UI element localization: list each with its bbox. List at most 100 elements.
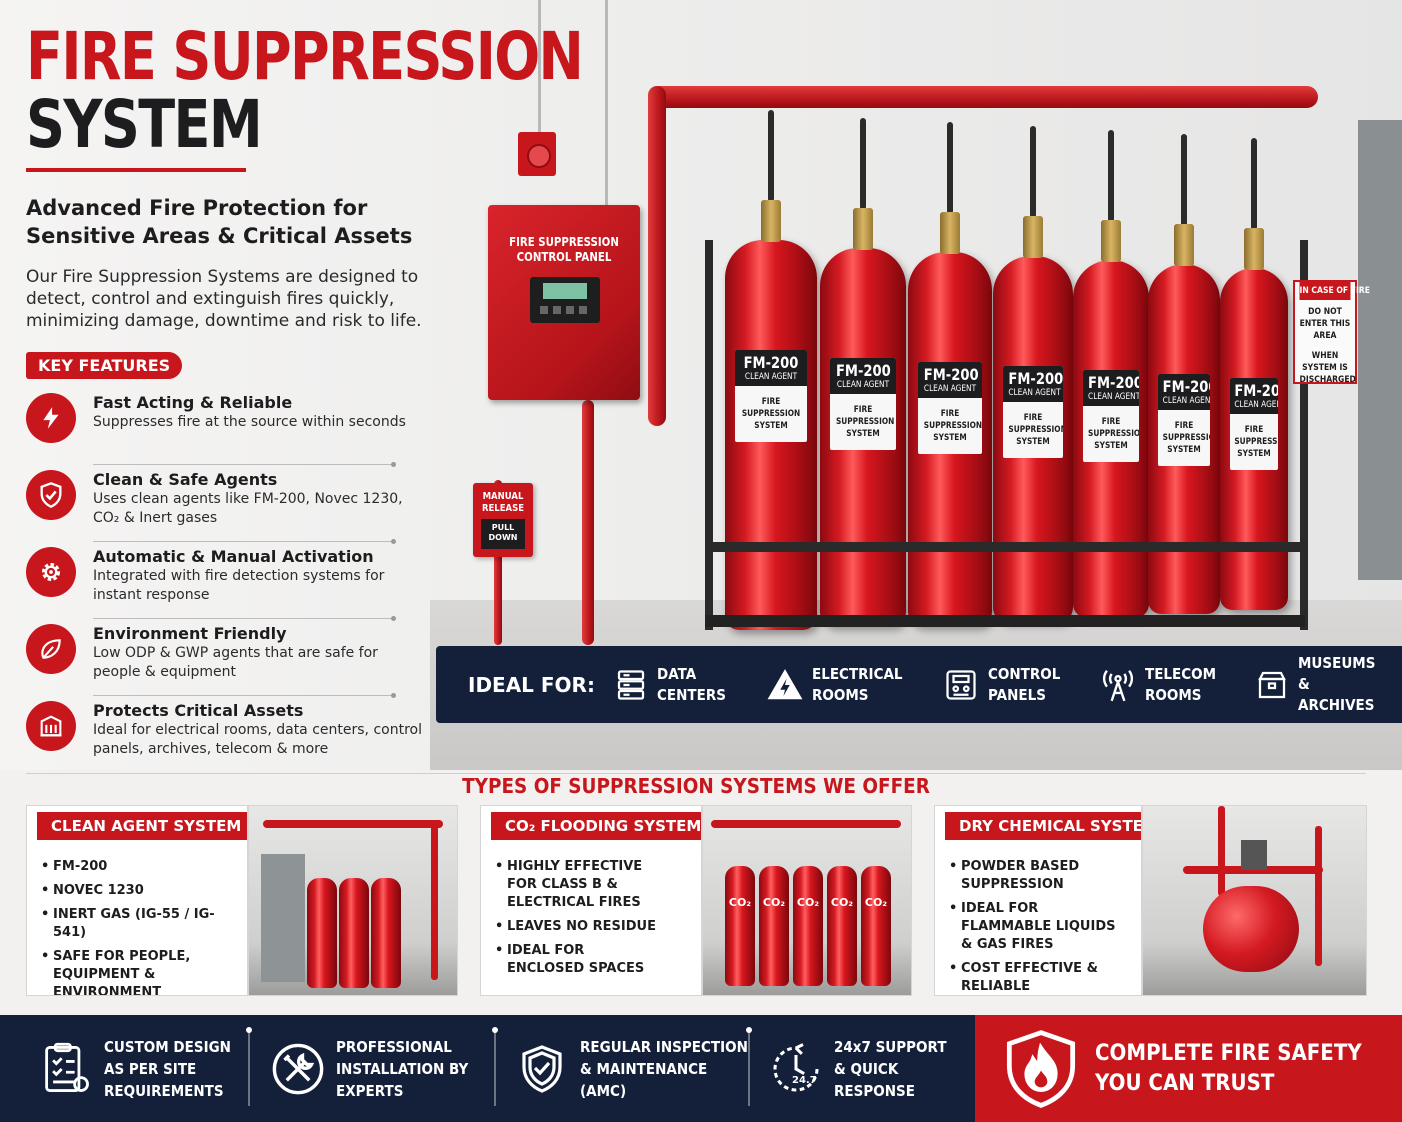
ideal-item-label: MUSEUMS & ARCHIVES [1297, 654, 1376, 714]
manual-release-label: MANUAL RELEASE [481, 491, 525, 514]
electrical-warning-icon [766, 666, 804, 704]
control-cabinet [261, 854, 305, 982]
divider [93, 616, 396, 621]
hero-intro: Our Fire Suppression Systems are designe… [26, 267, 422, 331]
valve [853, 208, 873, 250]
types-section-title: TYPES OF SUPPRESSION SYSTEMS WE OFFER [462, 774, 930, 798]
agent-type: CLEAN AGENT [1088, 392, 1139, 402]
feature-item-clean-agents: Clean & Safe Agents Uses clean agents li… [26, 468, 426, 545]
main-header-pipe [648, 86, 1318, 108]
clock-24-icon: 24.7 [768, 1041, 824, 1097]
server-icon [613, 666, 649, 704]
co2-cylinder: CO₂ [793, 866, 823, 986]
conduit [538, 0, 541, 135]
mini-cylinder [307, 878, 337, 988]
lightning-icon [26, 393, 76, 443]
valve [761, 200, 781, 242]
type-card-clean-agent: CLEAN AGENT SYSTEM FM-200 NOVEC 1230 INE… [26, 805, 248, 996]
bullet: IDEAL FOR FLAMMABLE LIQUIDS & GAS FIRES [949, 900, 1129, 954]
ideal-item-museums-archives: MUSEUMS & ARCHIVES [1254, 653, 1386, 716]
dry-chemical-photo [1142, 805, 1367, 996]
co2-cylinder: CO₂ [861, 866, 891, 986]
co2-cylinder: CO₂ [725, 866, 755, 986]
co2-flooding-photo: CO₂ CO₂ CO₂ CO₂ CO₂ [702, 805, 912, 996]
divider [746, 1027, 752, 1106]
hero-text-column: FIRE SUPPRESSION SYSTEM Advanced Fire Pr… [26, 24, 584, 781]
service-inspection: REGULAR INSPECTION & MAINTENANCE (AMC) [514, 1015, 767, 1122]
cylinder-system-label: FIRE SUPPRESSION SYSTEM [1234, 425, 1278, 459]
hero-section: FIRE SUPPRESSION SYSTEM Advanced Fire Pr… [0, 0, 1402, 770]
ideal-item-label: CONTROL PANELS [988, 664, 1061, 704]
hose [1030, 126, 1036, 218]
feature-list: Fast Acting & Reliable Suppresses fire a… [26, 391, 426, 781]
co2-cylinder: CO₂ [827, 866, 857, 986]
drop-pipe [582, 400, 594, 645]
valve [940, 212, 960, 254]
pipe [711, 820, 901, 828]
ideal-item-label: TELECOM ROOMS [1144, 664, 1216, 704]
service-label: PROFESSIONAL INSTALLATION BY EXPERTS [336, 1037, 469, 1100]
type-card-title: CO₂ FLOODING SYSTEM [491, 812, 701, 840]
type-card-dry-chemical: DRY CHEMICAL SYSTEM POWDER BASED SUPPRES… [934, 805, 1142, 996]
hose [947, 122, 953, 214]
ideal-item-control-panels: CONTROL PANELS [942, 664, 1068, 706]
antenna-icon [1099, 666, 1137, 704]
divider [492, 1027, 498, 1106]
cylinder-system-label: FIRE SUPPRESSION SYSTEM [741, 397, 801, 431]
key-features-label: KEY FEATURES [26, 352, 183, 379]
ideal-for-label: IDEAL FOR: [468, 672, 595, 697]
bullet: INERT GAS (IG-55 / IG-541) [41, 906, 247, 942]
cylinder-rack-base [705, 615, 1305, 627]
co2-label: CO₂ [762, 896, 786, 909]
archive-box-icon [1254, 666, 1290, 704]
pull-down-label: PULL DOWN [481, 519, 525, 549]
feature-item-fast-acting: Fast Acting & Reliable Suppresses fire a… [26, 391, 426, 468]
shield-check-icon [26, 470, 76, 520]
leaf-icon [26, 624, 76, 674]
ideal-item-telecom-rooms: TELECOM ROOMS [1099, 664, 1224, 706]
feature-title: Clean & Safe Agents [93, 470, 278, 489]
feature-item-environment: Environment Friendly Low ODP & GWP agent… [26, 622, 426, 699]
type-card-bullets: HIGHLY EFFECTIVE FOR CLASS B & ELECTRICA… [495, 858, 665, 984]
bullet: COST EFFECTIVE & RELIABLE [949, 960, 1099, 995]
tools-icon [270, 1041, 326, 1097]
feature-title: Protects Critical Assets [93, 701, 304, 720]
agent-type: CLEAN AGENT [1234, 400, 1278, 410]
type-card-bullets: FM-200 NOVEC 1230 INERT GAS (IG-55 / IG-… [41, 858, 247, 995]
agent-name: FM-200 [1088, 373, 1139, 392]
bullet: LEAVES NO RESIDUE [495, 918, 665, 936]
divider [93, 693, 396, 698]
ideal-item-label: ELECTRICAL ROOMS [811, 664, 903, 704]
service-label: REGULAR INSPECTION & MAINTENANCE (AMC) [580, 1037, 748, 1100]
hose [768, 110, 774, 202]
manual-release-station: MANUAL RELEASE PULL DOWN [473, 483, 533, 557]
divider [93, 539, 396, 544]
feature-title: Automatic & Manual Activation [93, 547, 374, 566]
agent-name: FM-200 [835, 361, 891, 380]
agent-type: CLEAN AGENT [1008, 388, 1061, 398]
bullet: POWDER BASED SUPPRESSION [949, 858, 1099, 894]
feature-desc: Uses clean agents like FM-200, Novec 123… [93, 491, 403, 526]
service-label: 24x7 SUPPORT & QUICK RESPONSE [834, 1037, 947, 1100]
ideal-for-bar: IDEAL FOR: DATA CENTERS ELECTRICAL ROOMS… [436, 646, 1402, 723]
co2-cylinder: CO₂ [759, 866, 789, 986]
rack-post [1300, 240, 1308, 630]
door-frame [1358, 120, 1402, 580]
type-card-co2-flooding: CO₂ FLOODING SYSTEM HIGHLY EFFECTIVE FOR… [480, 805, 702, 996]
control-panel-label: FIRE SUPPRESSION CONTROL PANEL [509, 235, 619, 264]
type-card-title: CLEAN AGENT SYSTEM [37, 812, 247, 840]
flame-shield-icon [1003, 1027, 1079, 1111]
co2-label: CO₂ [830, 896, 854, 909]
rack-post [705, 240, 713, 630]
agent-name: FM-200 [1162, 377, 1210, 396]
valve [1244, 228, 1264, 270]
